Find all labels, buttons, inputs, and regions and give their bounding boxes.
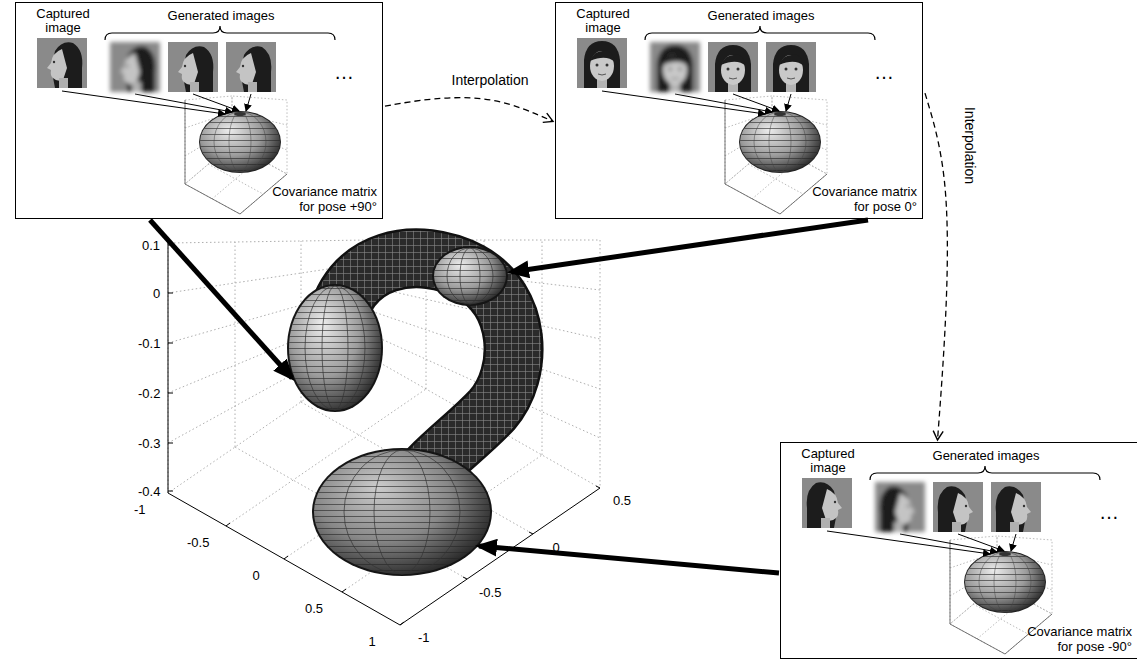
ellipsoid-plus90 <box>305 286 365 410</box>
pointer-arrows <box>150 220 868 573</box>
plot-axes <box>168 245 173 491</box>
axis-tick-label: -0.3 <box>138 436 160 451</box>
group-caption: Generated images <box>151 8 291 23</box>
axis-tick-label: -1 <box>418 630 430 645</box>
axis-tick-label: 0 <box>153 286 160 301</box>
axis-tick-label: 1 <box>369 634 376 649</box>
ellipsoid-zero <box>460 248 480 304</box>
ellipsoid-zero <box>432 246 508 306</box>
pose-box: Captured image Generated images … Covarianc… <box>780 442 1137 659</box>
axis-tick-label: -1 <box>134 502 146 517</box>
edge-label: Interpolation <box>961 104 978 185</box>
box-artwork-minus90 <box>933 482 983 532</box>
axis-tick-label: 0.1 <box>142 238 160 253</box>
plot-axes <box>168 243 600 625</box>
box-artwork-minus90 <box>802 478 852 528</box>
plot-axes <box>168 243 600 625</box>
box-artwork-zero <box>708 42 758 92</box>
ellipsoid-plus90 <box>289 286 381 410</box>
box-artwork-plus90 <box>226 42 276 92</box>
axis-tick-label: -0.4 <box>138 484 160 499</box>
interpolation-arrow <box>385 98 553 122</box>
interpolation-arrow <box>925 93 947 440</box>
box-artwork-plus90 <box>168 42 218 92</box>
ellipsoid-zero <box>447 248 493 304</box>
ellipsis-mark: … <box>874 61 906 83</box>
axis-tick-label: 0.5 <box>305 601 323 616</box>
ellipsoid-minus90 <box>374 450 430 574</box>
covariance-tube <box>287 246 514 576</box>
group-caption: Generated images <box>691 8 831 23</box>
covariance-caption: Covariance matrix for pose -90° <box>1016 624 1132 654</box>
plot-grid <box>168 240 600 592</box>
ellipsoid-plus90 <box>289 286 381 410</box>
axis-tick-label: -0.5 <box>479 585 501 600</box>
box-artwork-zero <box>766 42 816 92</box>
ellipsoid-minus90 <box>314 450 490 574</box>
pointer-arrows <box>479 546 779 573</box>
image-caption: Captured image <box>571 7 635 35</box>
pose-box: Captured image Generated images … Covarianc… <box>15 2 383 219</box>
ellipsoid-minus90 <box>344 450 460 574</box>
axis-tick-label: -0.5 <box>187 535 209 550</box>
ellipsoid-plus90 <box>287 284 383 412</box>
box-artwork-minus90 <box>875 482 925 532</box>
image-caption: Captured image <box>31 7 95 35</box>
box-artwork-minus90 <box>991 482 1041 532</box>
box-artwork-plus90 <box>110 42 160 92</box>
edge-label: Interpolation <box>450 72 531 89</box>
ellipsoid-minus90 <box>314 450 490 574</box>
pointer-arrows <box>150 220 292 378</box>
covariance-caption: Covariance matrix for pose +90° <box>261 184 377 214</box>
box-artwork-zero <box>577 38 627 88</box>
axis-tick-label: 0 <box>253 568 260 583</box>
ellipsis-mark: … <box>334 61 366 83</box>
axis-tick-label: -0.1 <box>138 336 160 351</box>
ellipsoid-zero <box>432 246 508 306</box>
covariance-caption: Covariance matrix for pose 0° <box>801 184 917 214</box>
pose-box: Captured image Generated images … Covarianc… <box>555 2 923 219</box>
ellipsoid-plus90 <box>287 284 383 412</box>
ellipsoid-minus90 <box>312 448 492 576</box>
box-artwork-zero <box>650 42 700 92</box>
group-caption: Generated images <box>916 448 1056 463</box>
pointer-arrows <box>511 220 868 272</box>
ellipsis-mark: … <box>1099 501 1131 523</box>
box-artwork-plus90 <box>37 38 87 88</box>
ellipsoid-minus90 <box>312 448 492 576</box>
axis-tick-label: 0.5 <box>613 493 631 508</box>
axis-tick-label: -0.2 <box>138 386 160 401</box>
ellipsoid-zero <box>434 248 506 304</box>
plot-grid <box>235 242 236 447</box>
ellipsoid-plus90 <box>322 286 348 410</box>
image-caption: Captured image <box>796 447 860 475</box>
ellipsoid-zero <box>434 248 506 304</box>
axis-tick-label: 0 <box>553 540 560 555</box>
